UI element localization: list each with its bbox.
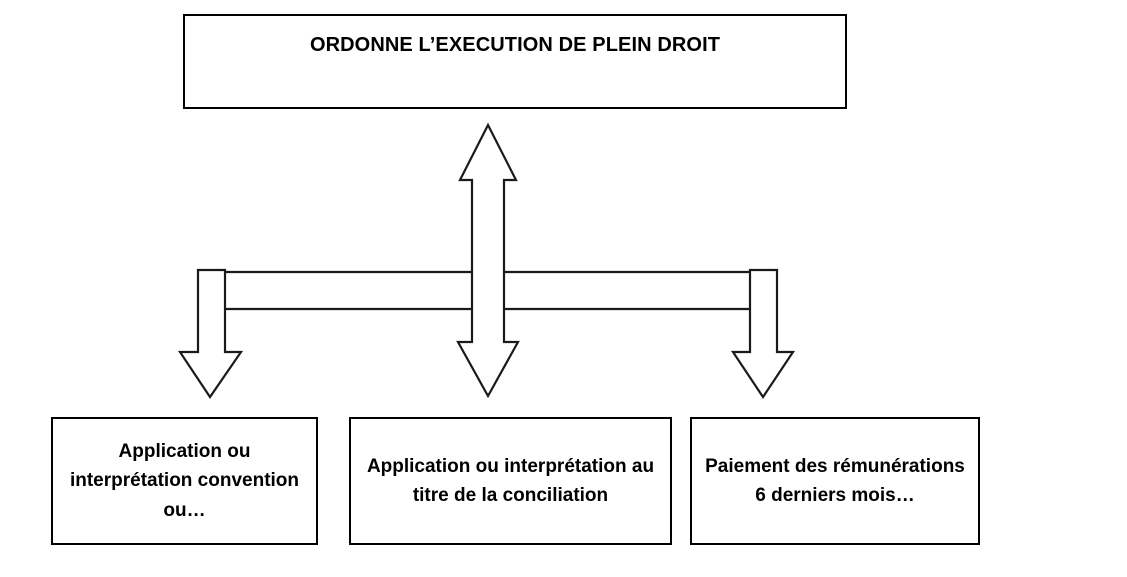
outcome-box-2-label: Application ou interprétation au titre d… xyxy=(366,455,655,506)
outcome-box-convention: Application ou interprétation convention… xyxy=(51,417,318,545)
down-arrow-right xyxy=(730,268,796,399)
outcome-box-3-label: Paiement des rémunérations 6 derniers mo… xyxy=(705,455,965,506)
horizontal-connector-band-left xyxy=(225,270,472,311)
outcome-box-conciliation: Application ou interprétation au titre d… xyxy=(349,417,672,545)
double-headed-vertical-arrow xyxy=(456,122,520,399)
horizontal-connector-band-right xyxy=(504,270,750,311)
outcome-box-remunerations: Paiement des rémunérations 6 derniers mo… xyxy=(690,417,980,545)
title-box: ORDONNE L’EXECUTION DE PLEIN DROIT xyxy=(183,14,847,109)
outcome-box-1-label: Application ou interprétation convention… xyxy=(69,440,300,521)
title-box-label: ORDONNE L’EXECUTION DE PLEIN DROIT xyxy=(309,34,721,56)
down-arrow-left xyxy=(177,268,244,399)
